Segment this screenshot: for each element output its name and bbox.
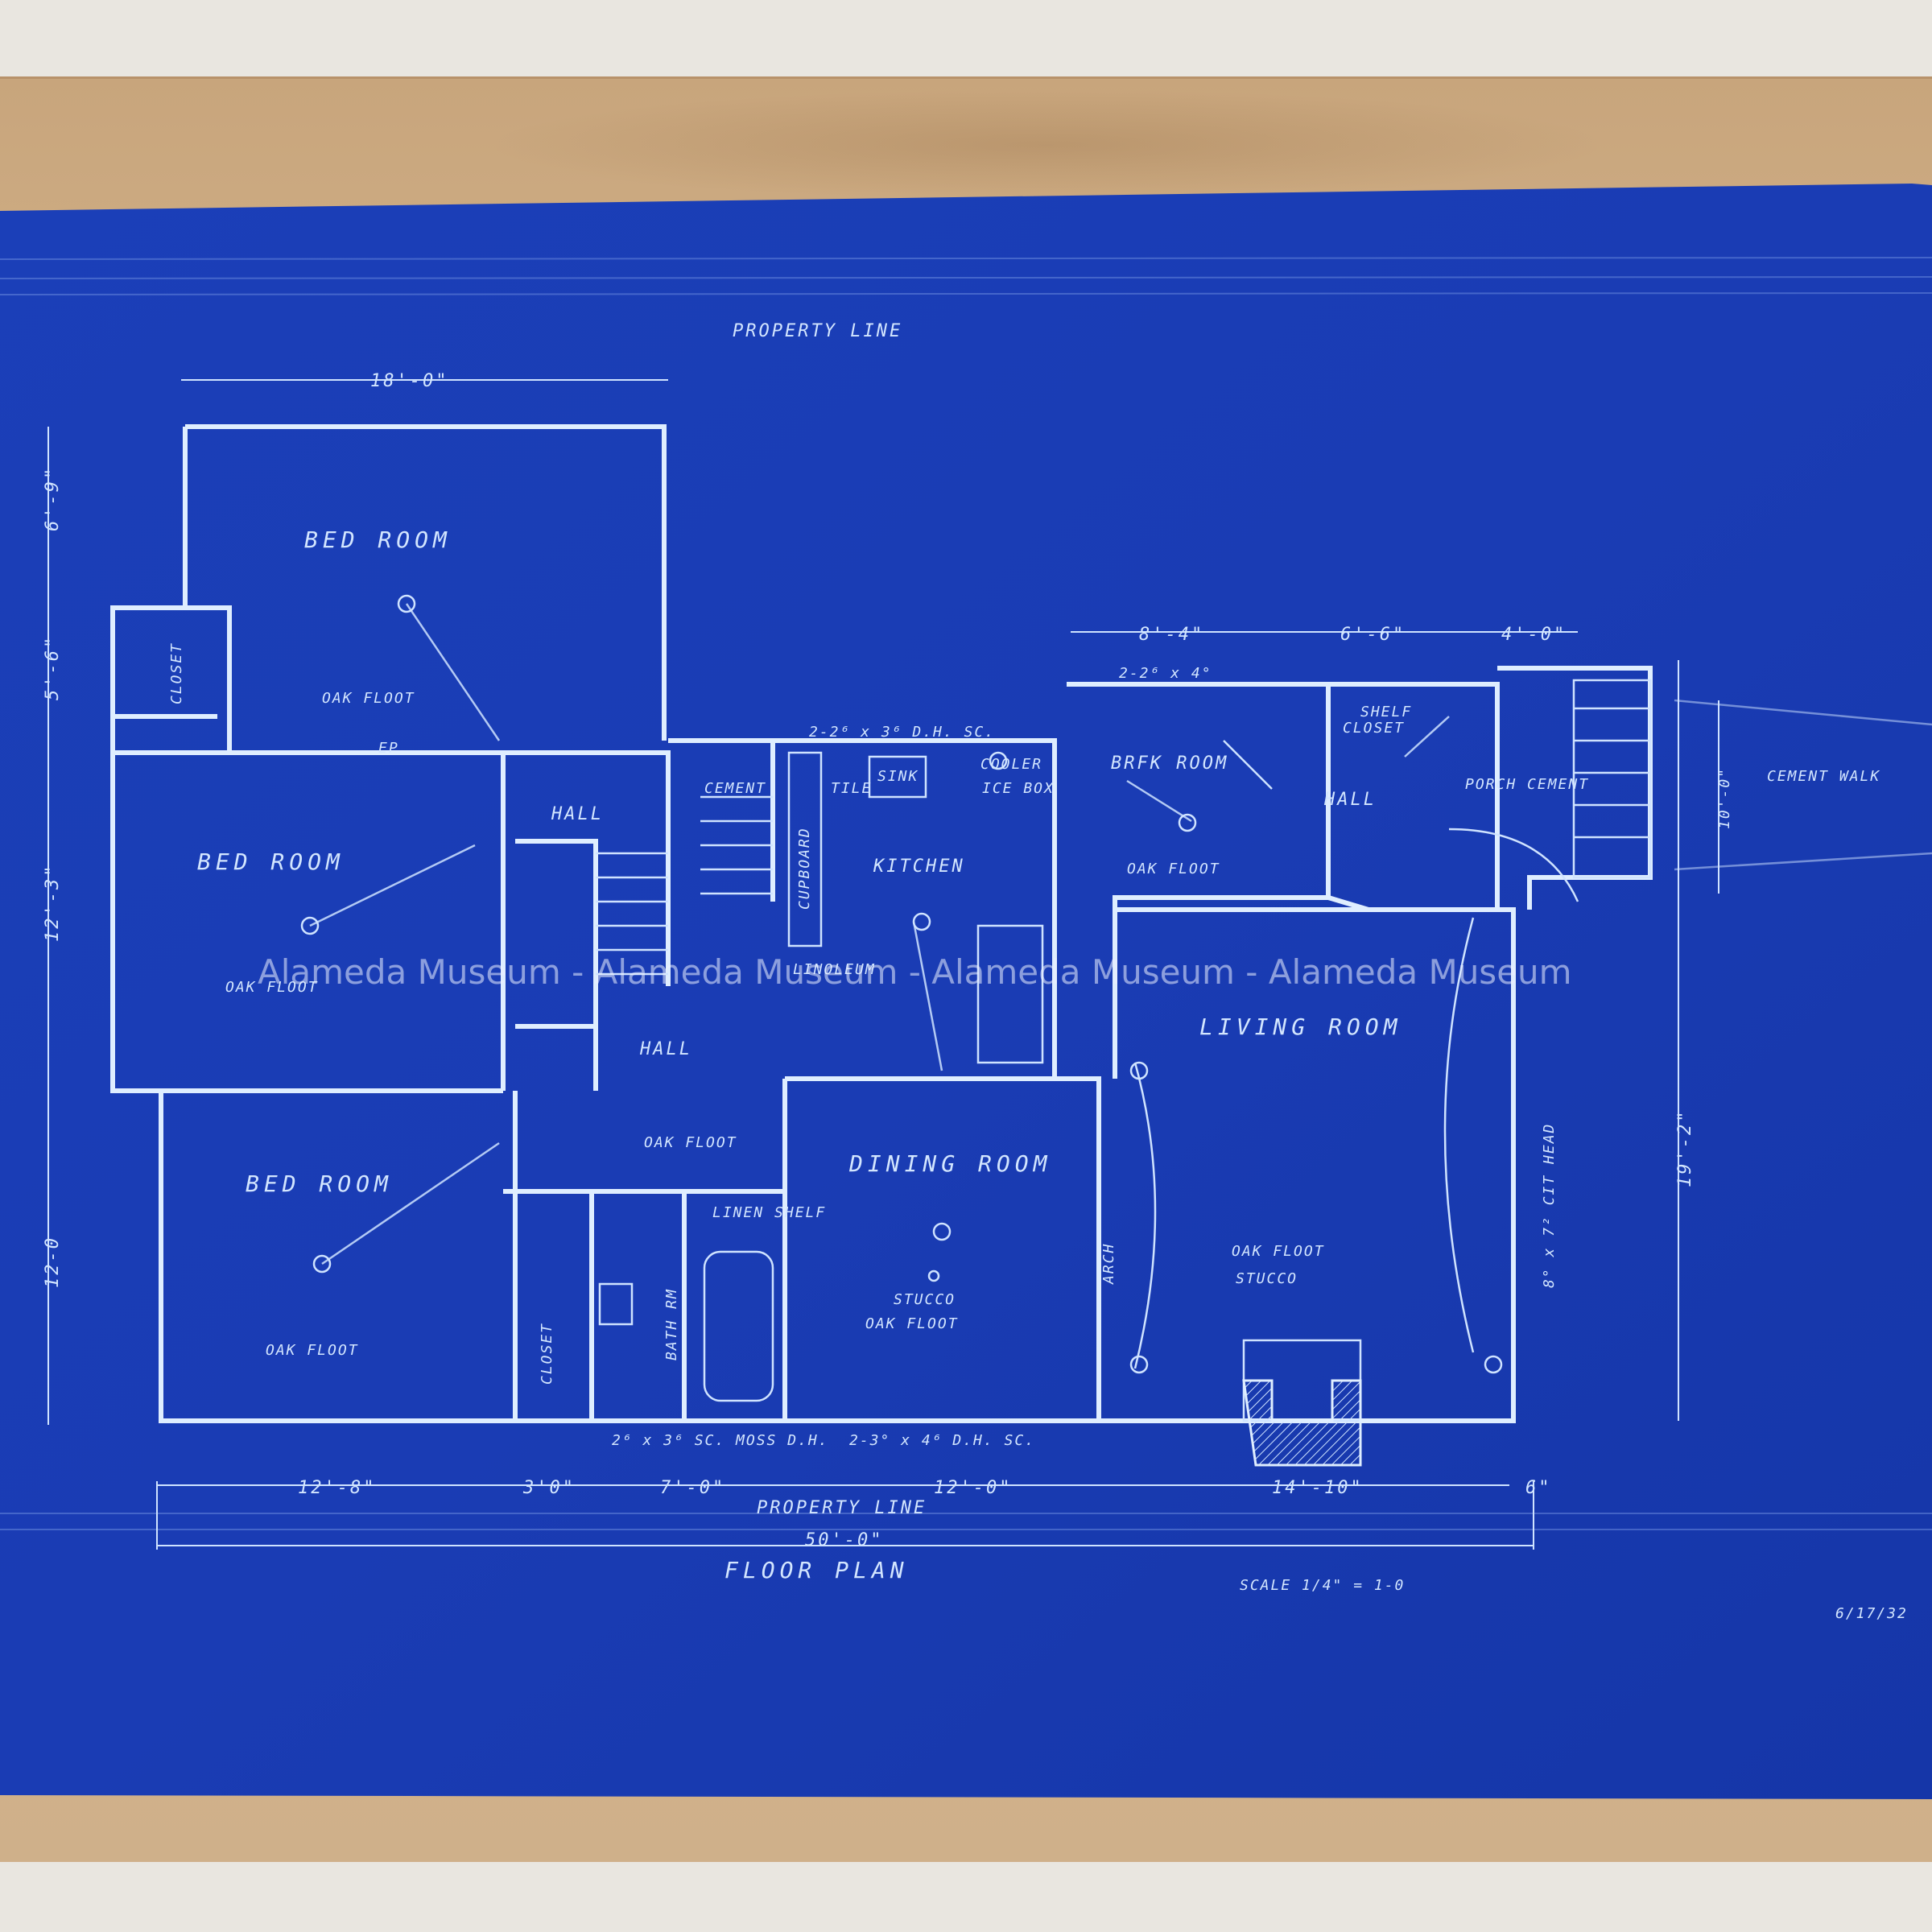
note-oak-floor-bottom: OAK FLOOT	[266, 1342, 359, 1359]
cupboard-outline	[787, 751, 823, 947]
dim-cement-walk: 10'-0"	[1716, 767, 1733, 829]
scale-note: SCALE 1/4" = 1-0	[1240, 1577, 1405, 1594]
dim-bottom-5: 14'-10"	[1272, 1478, 1364, 1498]
note-window-living-right: 8° x 7² CIT HEAD	[1541, 1123, 1558, 1288]
paper-water-stain	[483, 89, 1610, 201]
note-stucco-dining: STUCCO	[894, 1291, 956, 1308]
room-dining: DINING ROOM	[848, 1150, 1051, 1177]
dim-bottom-2: 3'0"	[522, 1478, 576, 1498]
room-bedroom-mid: BED ROOM	[197, 848, 345, 875]
note-window-brfk: 2-2⁶ x 4°	[1119, 665, 1212, 682]
note-arch: ARCH	[1100, 1243, 1117, 1285]
room-kitchen: KITCHEN	[873, 857, 965, 877]
room-hall-lower: HALL	[639, 1039, 692, 1059]
note-oak-floor-dining: OAK FLOOT	[865, 1315, 959, 1332]
note-shelf: SHELF	[1360, 704, 1412, 720]
door-swing-porch	[1448, 828, 1579, 902]
wall-mid-bedroom	[110, 753, 506, 1093]
bathtub	[703, 1250, 774, 1402]
dim-right-3: 4'-0"	[1501, 625, 1567, 645]
floor-plan-title: FLOOR PLAN	[724, 1557, 909, 1583]
note-cement-walk: CEMENT WALK	[1767, 768, 1880, 785]
dim-left-2: 5'-6"	[43, 635, 63, 700]
wall-dining	[782, 1076, 1055, 1159]
electrical-runs	[309, 603, 1450, 1265]
dim-left-3: 12'-3"	[43, 864, 63, 942]
wall-linen-closet	[515, 839, 598, 1091]
note-linen-shelf: LINEN SHELF	[712, 1204, 826, 1221]
dim-bottom-6: 6"	[1525, 1478, 1552, 1498]
note-ice-box: ICE BOX	[982, 780, 1055, 797]
note-oak-floor-living: OAK FLOOT	[1232, 1243, 1325, 1260]
wash-basin	[598, 1282, 634, 1326]
note-oak-floor-hall: OAK FLOOT	[644, 1134, 737, 1151]
note-stucco-living: STUCCO	[1236, 1270, 1298, 1287]
note-window-bottom: 2-3° x 4⁶ D.H. SC.	[849, 1432, 1035, 1449]
dim-total: 50'-0"	[805, 1530, 883, 1550]
note-window-top: 2-2⁶ x 3⁶ D.H. SC.	[809, 724, 995, 741]
dim-right-height: 19'-2"	[1675, 1109, 1695, 1187]
stove-space	[976, 924, 1044, 1064]
room-porch: PORCH CEMENT	[1465, 776, 1589, 793]
note-sink: SINK	[877, 768, 919, 785]
room-closet-right: CLOSET	[1343, 720, 1405, 737]
door-swing-living-2	[1443, 917, 1475, 1353]
note-ep: EP	[378, 740, 399, 757]
room-bedroom-bottom: BED ROOM	[246, 1170, 393, 1197]
dim-bottom-3: 7'-0"	[660, 1478, 725, 1498]
dim-bottom-1: 12'-8"	[298, 1478, 376, 1498]
room-closet-bottom: CLOSET	[539, 1323, 555, 1385]
room-breakfast: BRFK ROOM	[1111, 753, 1228, 774]
blueprint-paper	[0, 184, 1932, 1799]
note-window-bath: 2⁶ x 3⁶ SC. MOSS D.H.	[612, 1432, 829, 1449]
property-line-bottom: PROPERTY LINE	[757, 1498, 927, 1518]
room-hall-right: HALL	[1323, 790, 1377, 810]
stair-treads	[596, 795, 773, 976]
room-hall-upper: HALL	[551, 804, 604, 824]
porch-steps	[1572, 679, 1652, 879]
cement-walk-outline	[1674, 699, 1932, 871]
dim-bottom-4: 12'-0"	[934, 1478, 1012, 1498]
note-cement: CEMENT	[704, 780, 766, 797]
dim-right-2: 6'-6"	[1340, 625, 1406, 645]
drawing-date: 6/17/32	[1835, 1605, 1908, 1622]
note-oak-floor-brfk: OAK FLOOT	[1127, 861, 1220, 877]
sink-fixture	[868, 755, 927, 799]
fireplace	[1242, 1339, 1362, 1467]
interior-details	[300, 594, 1932, 1402]
door-swing-living	[1133, 1062, 1157, 1369]
dim-left-1: 6'-9"	[43, 466, 63, 531]
room-living: LIVING ROOM	[1199, 1013, 1402, 1040]
property-line-top: PROPERTY LINE	[733, 321, 902, 341]
ceiling-fixtures	[300, 594, 1503, 1374]
room-closet-top: CLOSET	[168, 642, 185, 704]
note-linoleum: LINOLEUM	[793, 961, 876, 978]
room-bedroom-top: BED ROOM	[304, 526, 452, 553]
wall-bath	[684, 1159, 787, 1421]
dim-left-4: 12-0	[43, 1236, 63, 1288]
note-tile: TILE	[831, 780, 872, 797]
wall-top-closet	[113, 605, 232, 753]
museum-watermark: Alameda Museum - Alameda Museum - Alamed…	[258, 952, 1572, 992]
door-swing-hall	[1223, 740, 1273, 790]
plan-labels: PROPERTY LINE PROPERTY LINE FLOOR PLAN S…	[43, 321, 1908, 1622]
sheet-ruling-lines	[0, 257, 1932, 1530]
room-bath: BATH RM	[663, 1288, 680, 1360]
note-cooler: COOLER	[980, 756, 1042, 773]
note-cupboard: CUPBOARD	[796, 827, 813, 910]
dim-top-width: 18'-0"	[370, 371, 448, 391]
dimension-lines	[47, 379, 1719, 1550]
dim-right-1: 8'-4"	[1139, 625, 1204, 645]
note-oak-floor-top: OAK FLOOT	[322, 690, 415, 707]
note-oak-floor-mid: OAK FLOOT	[225, 979, 319, 996]
